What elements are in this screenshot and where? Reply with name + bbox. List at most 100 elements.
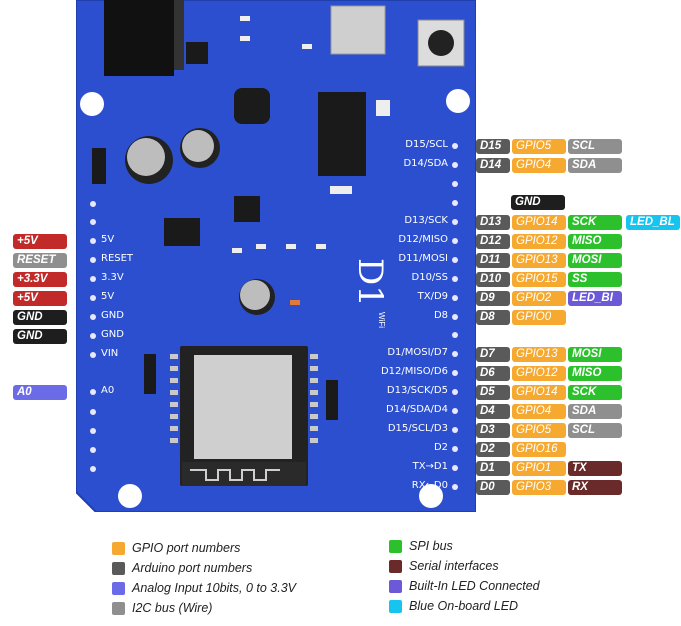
arduino-port-tag: D1 (476, 461, 510, 476)
legend-label: Built-In LED Connected (409, 579, 540, 593)
legend-label: GPIO port numbers (132, 541, 241, 555)
function-tag: MOSI (568, 253, 622, 268)
left-pin (90, 257, 96, 263)
arduino-port-tag: D8 (476, 310, 510, 325)
left-pin (90, 428, 96, 434)
gpio-tag: GPIO12 (512, 366, 566, 381)
right-pin-label: D2 (433, 442, 448, 453)
left-pin (90, 276, 96, 282)
left-pin-label: 3.3V (101, 272, 124, 283)
right-pin (452, 465, 458, 471)
gpio-tag: GPIO14 (512, 385, 566, 400)
legend-swatch (389, 600, 402, 613)
gnd-tag: GND (511, 195, 565, 210)
right-pin (452, 219, 458, 225)
gpio-tag: GPIO4 (512, 404, 566, 419)
left-tag: GND (13, 329, 67, 344)
arduino-port-tag: D15 (476, 139, 510, 154)
gpio-tag: GPIO14 (512, 215, 566, 230)
gpio-tag: GPIO15 (512, 272, 566, 287)
right-pin (452, 408, 458, 414)
right-pin-label: D14/SDA (403, 158, 448, 169)
arduino-port-tag: D10 (476, 272, 510, 287)
legend-label: Arduino port numbers (132, 561, 253, 575)
legend-swatch (389, 560, 402, 573)
function-tag: SCK (568, 385, 622, 400)
right-pin (452, 143, 458, 149)
right-pin-label: D11/MOSI (398, 253, 448, 264)
right-pin-label: D15/SCL (405, 139, 448, 150)
arduino-port-tag: D14 (476, 158, 510, 173)
function-tag-secondary: LED_BL (626, 215, 680, 230)
arduino-port-tag: D9 (476, 291, 510, 306)
gpio-tag: GPIO0 (512, 310, 566, 325)
left-pin (90, 352, 96, 358)
arduino-port-tag: D12 (476, 234, 510, 249)
right-pin (452, 181, 458, 187)
gpio-tag: GPIO12 (512, 234, 566, 249)
function-tag: MISO (568, 366, 622, 381)
right-pin-label: D8 (433, 310, 448, 321)
right-pin-label: D10/SS (411, 272, 449, 283)
gpio-tag: GPIO4 (512, 158, 566, 173)
right-pin-label: D13/SCK/D5 (386, 385, 448, 396)
function-tag: SS (568, 272, 622, 287)
arduino-port-tag: D13 (476, 215, 510, 230)
arduino-port-tag: D2 (476, 442, 510, 457)
left-tag: +5V (13, 234, 67, 249)
gpio-tag: GPIO3 (512, 480, 566, 495)
left-pin (90, 219, 96, 225)
function-tag: MISO (568, 234, 622, 249)
function-tag: SDA (568, 404, 622, 419)
left-pin-label: RESET (101, 253, 134, 264)
board-wifi-label: WiFi (377, 312, 386, 328)
left-tag: GND (13, 310, 67, 325)
gpio-tag: GPIO5 (512, 139, 566, 154)
arduino-port-tag: D0 (476, 480, 510, 495)
gpio-tag: GPIO16 (512, 442, 566, 457)
legend-swatch (112, 562, 125, 575)
left-pin (90, 409, 96, 415)
right-pin (452, 332, 458, 338)
legend-swatch (112, 602, 125, 615)
right-pin-label: D1/MOSI/D7 (387, 347, 448, 358)
right-pin-label: D15/SCL/D3 (387, 423, 448, 434)
right-pin (452, 200, 458, 206)
left-pin (90, 295, 96, 301)
right-pin (452, 238, 458, 244)
left-tag: RESET (13, 253, 67, 268)
legend-label: Analog Input 10bits, 0 to 3.3V (132, 581, 297, 595)
arduino-port-tag: D6 (476, 366, 510, 381)
right-pin (452, 389, 458, 395)
right-pin (452, 257, 458, 263)
right-pin (452, 295, 458, 301)
function-tag: LED_BI (568, 291, 622, 306)
left-pin-label: A0 (101, 385, 115, 396)
right-pin-label: D12/MISO/D6 (380, 366, 448, 377)
function-tag: SDA (568, 158, 622, 173)
legend-swatch (112, 542, 125, 555)
function-tag: RX (568, 480, 622, 495)
left-tag: A0 (13, 385, 67, 400)
left-pin (90, 201, 96, 207)
right-pin (452, 351, 458, 357)
arduino-port-tag: D11 (476, 253, 510, 268)
board-title: D1 (350, 258, 390, 307)
left-pin (90, 333, 96, 339)
gpio-tag: GPIO2 (512, 291, 566, 306)
right-pin-label: D14/SDA/D4 (386, 404, 448, 415)
right-pin (452, 427, 458, 433)
left-pin (90, 238, 96, 244)
right-pin (452, 446, 458, 452)
legend-swatch (389, 580, 402, 593)
legend-label: Serial interfaces (409, 559, 499, 573)
left-tag: +5V (13, 291, 67, 306)
left-pin (90, 447, 96, 453)
right-pin (452, 162, 458, 168)
right-pin-label: TX/D9 (417, 291, 448, 302)
left-pin-label: 5V (101, 291, 115, 302)
left-pin (90, 389, 96, 395)
legend-label: Blue On-board LED (409, 599, 519, 613)
left-pin-label: 5V (101, 234, 115, 245)
function-tag: TX (568, 461, 622, 476)
